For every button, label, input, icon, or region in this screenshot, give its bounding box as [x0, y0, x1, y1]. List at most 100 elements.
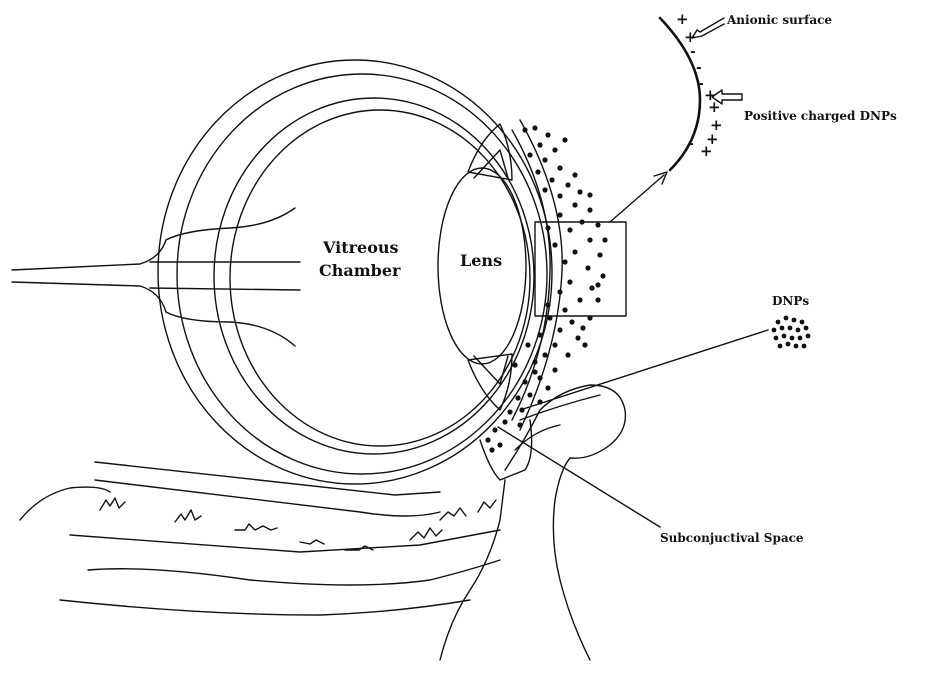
dnp-legend-dot — [772, 328, 777, 333]
dnp-dot — [595, 222, 600, 227]
dnp-dot — [567, 279, 572, 284]
positive-dnps-label: Positive charged DNPs — [744, 109, 897, 123]
lens-label: Lens — [460, 251, 502, 270]
dnp-legend-dot — [778, 344, 783, 349]
zoom-arrow — [610, 172, 667, 222]
dnp-legend-cluster — [772, 316, 811, 349]
dnp-dot — [549, 177, 554, 182]
vitreous-label: Vitreous — [322, 238, 399, 257]
dnp-dot — [580, 325, 585, 330]
dnp-dot — [507, 409, 512, 414]
dnp-dot — [522, 127, 527, 132]
dnp-legend-dot — [780, 326, 785, 331]
dnp-dot — [562, 137, 567, 142]
dnp-dot — [602, 237, 607, 242]
dnp-dot — [589, 285, 594, 290]
plus-sign: + — [676, 10, 689, 28]
dnp-dot — [577, 297, 582, 302]
dnp-dot — [532, 369, 537, 374]
dnp-legend-dot — [788, 326, 793, 331]
dnp-dot — [585, 265, 590, 270]
dnp-legend-dot — [792, 318, 797, 323]
dnp-legend-dot — [790, 336, 795, 341]
dnp-dot — [600, 273, 605, 278]
dnp-dot — [545, 385, 550, 390]
dnp-dot — [532, 125, 537, 130]
dnp-legend-dot — [806, 334, 811, 339]
dnp-legend-dot — [804, 326, 809, 331]
dnp-dot — [537, 142, 542, 147]
dnp-dot — [567, 227, 572, 232]
dnp-dot — [552, 342, 557, 347]
dnp-dot — [497, 442, 502, 447]
dnp-legend-dot — [776, 320, 781, 325]
anionic-surface-label: Anionic surface — [726, 13, 832, 27]
anionic-surface-inset: + + + + + + + - - - - — [660, 10, 742, 170]
dnp-dot — [542, 352, 547, 357]
dnp-dot — [557, 165, 562, 170]
ciliary-upper — [468, 124, 512, 180]
dnp-dot — [595, 297, 600, 302]
dnp-dot — [595, 282, 600, 287]
dnp-dot — [522, 379, 527, 384]
orbit-tissue — [20, 385, 625, 660]
dnp-dot — [565, 182, 570, 187]
dnp-legend-dot — [798, 336, 803, 341]
plus-sign: + — [700, 142, 713, 160]
dnps-label: DNPs — [772, 294, 809, 308]
dnp-legend-dot — [774, 336, 779, 341]
dnp-legend-dot — [786, 342, 791, 347]
dnp-legend-dot — [782, 334, 787, 339]
dnp-dot — [542, 187, 547, 192]
dnp-dot — [577, 189, 582, 194]
dnp-dot — [587, 192, 592, 197]
dnp-dot — [502, 419, 507, 424]
dnp-dot — [552, 242, 557, 247]
dnp-legend-dot — [796, 328, 801, 333]
dnp-dot — [569, 319, 574, 324]
dnp-dot — [557, 289, 562, 294]
dnp-dot — [562, 259, 567, 264]
optic-nerve — [12, 208, 300, 346]
dnp-dot — [537, 375, 542, 380]
minus-sign: - — [688, 136, 694, 152]
subconjunctival-label: Subconjuctival Space — [660, 531, 804, 545]
dnp-dot — [489, 447, 494, 452]
dnp-dot — [525, 342, 530, 347]
minus-sign: - — [696, 60, 702, 76]
dnp-dot — [552, 147, 557, 152]
dnp-dot — [532, 359, 537, 364]
dnp-dot — [572, 202, 577, 207]
dnp-dot — [545, 132, 550, 137]
dnp-dot — [562, 307, 567, 312]
dnp-dot — [515, 395, 520, 400]
anionic-surface-arrow — [692, 18, 724, 38]
dnp-dot — [527, 392, 532, 397]
dnp-dot — [575, 335, 580, 340]
dnp-dot — [552, 367, 557, 372]
dnp-dot — [517, 422, 522, 427]
plus-sign: + — [708, 98, 721, 116]
dnp-dot — [597, 252, 602, 257]
minus-sign: - — [698, 76, 704, 92]
chamber-label: Chamber — [319, 261, 401, 280]
dnp-dot — [545, 302, 550, 307]
dnp-dot — [512, 362, 517, 367]
dnp-dot — [582, 342, 587, 347]
dnp-dot — [565, 352, 570, 357]
dnp-dot — [485, 437, 490, 442]
dnp-dot — [557, 193, 562, 198]
dnp-dot — [572, 249, 577, 254]
dnp-legend-dot — [784, 316, 789, 321]
subconjunctival-leader-line — [498, 427, 660, 527]
dnp-dot — [557, 327, 562, 332]
dnp-legend-dot — [794, 344, 799, 349]
dnp-dot — [535, 169, 540, 174]
dnp-dot — [557, 212, 562, 217]
dnp-dot — [572, 172, 577, 177]
dnp-dot — [587, 207, 592, 212]
dnp-dot — [587, 237, 592, 242]
dnp-dot — [537, 332, 542, 337]
dnp-dot — [542, 157, 547, 162]
